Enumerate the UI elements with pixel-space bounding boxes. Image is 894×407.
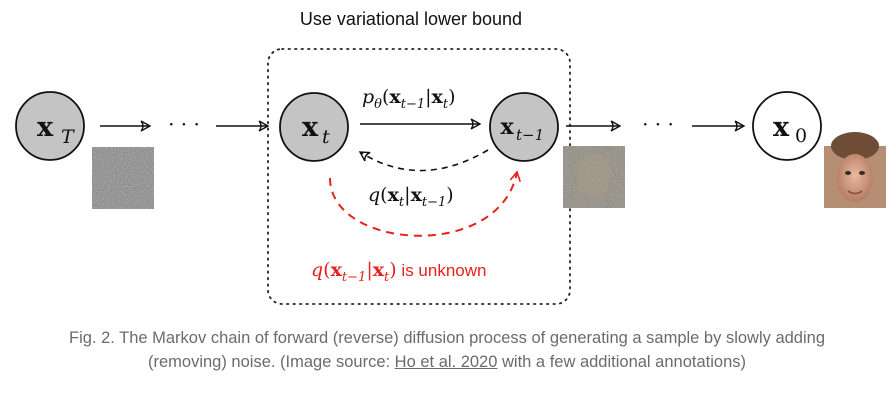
node-x-t-minus-1: x t−1: [489, 92, 559, 162]
caption-text-after: with a few additional annotations): [497, 353, 746, 371]
node-x-0-sub: 0: [795, 125, 807, 147]
node-x-0-var: x: [773, 112, 790, 143]
caption-text-before: Fig. 2. The Markov chain of forward (rev…: [68, 329, 825, 371]
node-x-t-sub: t: [322, 126, 330, 148]
arrow-q-unknown: [329, 170, 521, 237]
node-x-0: x 0: [752, 91, 822, 161]
node-x-T-sub: T: [61, 126, 75, 148]
ellipsis-left: · · ·: [168, 112, 200, 136]
ellipsis-right: · · ·: [642, 112, 674, 136]
noisy-face-image-xt-1: [563, 146, 625, 208]
arrow-q-forward: [358, 149, 489, 172]
node-x-t-var: x: [302, 112, 319, 143]
node-x-t-minus-1-sub: t−1: [516, 126, 544, 144]
node-x-T: x T: [15, 91, 85, 161]
noise-image-xT: [92, 147, 154, 209]
node-x-t-minus-1-var: x: [500, 114, 514, 140]
face-image-x0: [824, 132, 886, 208]
p-theta-label: pθ(xt−1|xt): [362, 86, 456, 112]
node-x-t: x t: [279, 92, 349, 162]
q-unknown-label: q(xt−1|xt) is unknown: [311, 259, 486, 285]
diffusion-diagram: Use variational lower bound x T x t x t−…: [15, 9, 886, 305]
node-x-T-var: x: [37, 112, 54, 143]
diagram-title: Use variational lower bound: [300, 9, 522, 29]
figure-caption: Fig. 2. The Markov chain of forward (rev…: [40, 326, 854, 374]
q-forward-label: q(xt|xt−1): [368, 184, 454, 210]
caption-source-link[interactable]: Ho et al. 2020: [394, 353, 498, 371]
